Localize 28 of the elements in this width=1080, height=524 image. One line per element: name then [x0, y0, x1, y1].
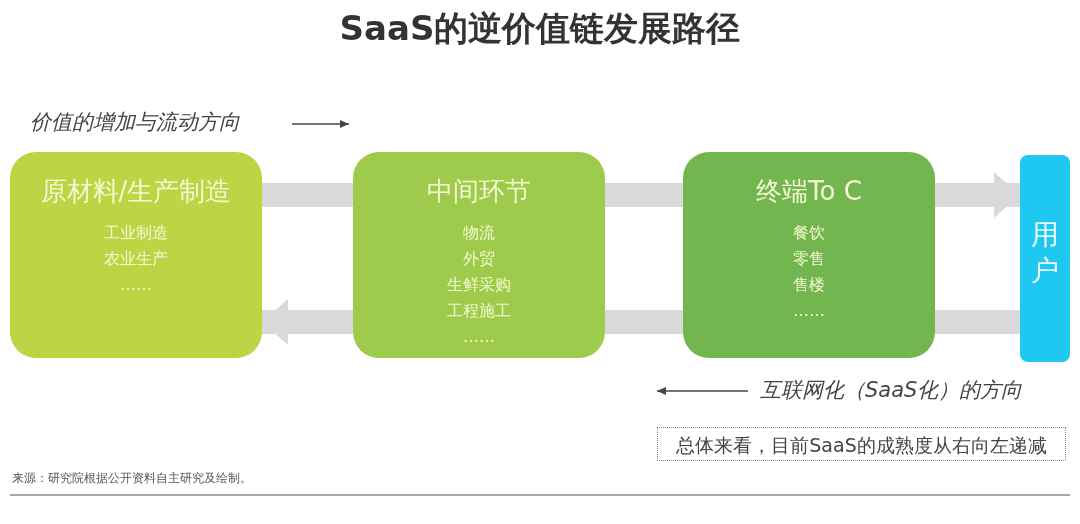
- user-bar: [1020, 155, 1070, 362]
- item-text: 餐饮: [793, 222, 825, 244]
- stage-box: [10, 152, 262, 358]
- item-text: ……: [463, 326, 495, 348]
- stage-box: [683, 152, 935, 358]
- title: SaaS的逆价值链发展路径: [338, 7, 742, 50]
- item-text: 外贸: [463, 248, 495, 270]
- item-text: ……: [793, 300, 825, 322]
- band-arrow: [262, 299, 353, 345]
- item-text: 物流: [463, 222, 495, 244]
- box-heading: 终端To C: [755, 175, 863, 208]
- item-text: ……: [120, 274, 152, 296]
- item-text: 售楼: [793, 274, 825, 296]
- item-text: 工程施工: [447, 300, 511, 322]
- item-text: 零售: [793, 248, 825, 270]
- item-text: 生鲜采购: [447, 274, 511, 296]
- source-note: 来源：研究院根据公开资料自主研究及绘制。: [12, 470, 252, 487]
- direction-label: 价值的增加与流动方向: [30, 109, 240, 136]
- box-heading: 原材料/生产制造: [39, 175, 233, 208]
- stage-box: [353, 152, 605, 358]
- box-heading: 用户: [1031, 217, 1059, 289]
- direction-label: 互联网化（SaaS化）的方向: [760, 377, 1023, 404]
- band-arrow: [935, 172, 1020, 218]
- item-text: 农业生产: [104, 248, 168, 270]
- note-text: 总体来看，目前SaaS的成熟度从右向左递减: [675, 433, 1048, 458]
- item-text: 工业制造: [104, 222, 168, 244]
- box-heading: 中间环节: [426, 175, 532, 208]
- note-box: [657, 427, 1066, 461]
